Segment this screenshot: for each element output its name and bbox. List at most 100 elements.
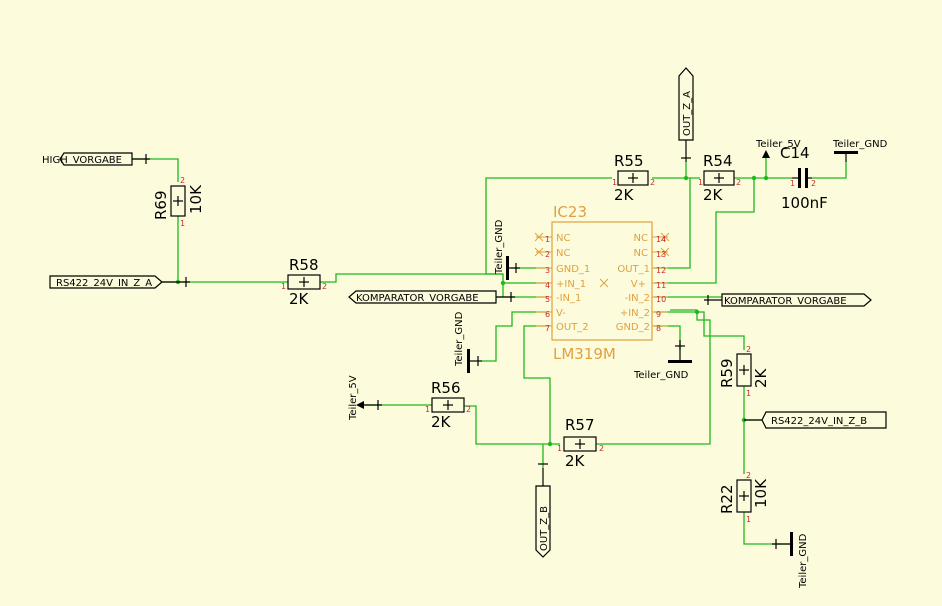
svg-text:4: 4 [545, 281, 550, 290]
svg-text:OUT_Z_A: OUT_Z_A [682, 91, 693, 136]
ic-ref: IC23 [553, 203, 587, 221]
resistor-r58: R58 2K 1 2 [281, 256, 327, 308]
svg-text:Teiler_5V: Teiler_5V [348, 375, 359, 421]
svg-text:1: 1 [698, 178, 703, 187]
net-high-vorgabe: HIGH_VORGABE [42, 152, 150, 166]
svg-text:3: 3 [545, 266, 550, 275]
svg-text:2K: 2K [614, 186, 635, 204]
nc-markers [534, 232, 670, 288]
svg-text:9: 9 [656, 310, 661, 319]
net-rs422-b: RS422_24V_IN_Z_B [744, 411, 887, 429]
gnd-teiler-left: Teiler_GND [454, 311, 482, 373]
svg-text:+IN_2: +IN_2 [620, 308, 650, 319]
svg-text:14: 14 [656, 235, 666, 244]
svg-text:13: 13 [656, 250, 666, 259]
resistor-r55: R55 2K 1 2 [612, 152, 655, 204]
svg-text:RS422_24V_IN_Z_B: RS422_24V_IN_Z_B [771, 416, 867, 427]
svg-text:2: 2 [736, 178, 741, 187]
svg-text:1: 1 [557, 444, 562, 453]
svg-text:R57: R57 [565, 416, 595, 434]
svg-text:NC: NC [556, 233, 570, 244]
svg-text:2K: 2K [703, 186, 724, 204]
svg-text:1: 1 [281, 282, 286, 291]
svg-text:100nF: 100nF [781, 194, 828, 212]
svg-text:1: 1 [425, 405, 430, 414]
svg-text:Teiler_GND: Teiler_GND [633, 370, 689, 381]
svg-text:2: 2 [746, 471, 751, 480]
svg-text:C14: C14 [780, 144, 810, 162]
svg-text:1: 1 [545, 235, 550, 244]
svg-text:2: 2 [599, 444, 604, 453]
svg-text:KOMPARATOR_VORGABE: KOMPARATOR_VORGABE [724, 296, 847, 307]
svg-text:-IN_2: -IN_2 [625, 293, 650, 304]
svg-text:12: 12 [656, 266, 666, 275]
svg-text:GND_2: GND_2 [616, 322, 650, 333]
svg-text:GND_1: GND_1 [556, 264, 590, 275]
svg-text:10: 10 [656, 295, 666, 304]
gnd-teiler-pin8: Teiler_GND [633, 340, 692, 381]
svg-text:2: 2 [180, 176, 185, 185]
svg-text:Teiler_GND: Teiler_GND [494, 219, 505, 275]
net-komparator-left: KOMPARATOR_VORGABE [348, 290, 515, 304]
net-out-z-a: OUT_Z_A [678, 67, 694, 162]
svg-text:RS422_24V_IN_Z_A: RS422_24V_IN_Z_A [56, 278, 152, 289]
net-out-z-b: OUT_Z_B [535, 463, 551, 558]
svg-text:NC: NC [634, 248, 648, 259]
svg-text:10K: 10K [752, 478, 770, 508]
resistor-r69: R69 10K 2 1 [152, 176, 205, 228]
svg-text:-IN_1: -IN_1 [556, 293, 581, 304]
gnd-teiler-ic: Teiler_GND [494, 219, 520, 280]
svg-text:1: 1 [746, 515, 751, 524]
svg-text:R56: R56 [431, 379, 461, 397]
svg-text:2: 2 [466, 405, 471, 414]
svg-text:2: 2 [322, 282, 327, 291]
svg-text:KOMPARATOR_VORGABE: KOMPARATOR_VORGABE [356, 293, 479, 304]
svg-text:7: 7 [545, 324, 550, 333]
svg-text:Teiler_GND: Teiler_GND [454, 311, 465, 367]
net-rs422-a: RS422_24V_IN_Z_A [49, 275, 190, 289]
capacitor-c14: C14 100nF 1 2 [780, 144, 828, 212]
gnd-teiler-bottom: Teiler_GND [772, 532, 809, 589]
svg-text:1: 1 [746, 389, 751, 398]
svg-text:R69: R69 [152, 190, 170, 220]
svg-text:NC: NC [634, 233, 648, 244]
junctions [175, 175, 769, 447]
svg-text:2K: 2K [289, 290, 310, 308]
resistor-r54: R54 2K 1 2 [698, 152, 741, 204]
net-komparator-right: KOMPARATOR_VORGABE [704, 293, 872, 307]
svg-text:R22: R22 [718, 484, 736, 514]
svg-text:V+: V+ [631, 279, 646, 290]
svg-text:10K: 10K [187, 184, 205, 214]
svg-text:2K: 2K [752, 367, 770, 388]
svg-text:R58: R58 [289, 256, 319, 274]
svg-text:NC: NC [556, 248, 570, 259]
svg-text:6: 6 [545, 310, 550, 319]
svg-text:+IN_1: +IN_1 [556, 279, 586, 290]
svg-text:11: 11 [656, 281, 666, 290]
svg-text:2: 2 [811, 179, 816, 188]
svg-text:V-: V- [556, 308, 566, 319]
svg-text:8: 8 [656, 324, 661, 333]
svg-text:1: 1 [180, 219, 185, 228]
resistor-r59: R59 2K 2 1 [718, 345, 770, 398]
svg-text:OUT_Z_B: OUT_Z_B [539, 506, 550, 551]
ic-value: LM319M [553, 345, 616, 363]
svg-text:OUT_2: OUT_2 [556, 322, 589, 333]
resistor-r56: R56 2K 1 2 [425, 379, 471, 431]
resistor-r57: R57 2K 1 2 [557, 416, 604, 470]
svg-text:Teiler_5V: Teiler_5V [755, 139, 801, 150]
svg-text:2: 2 [545, 250, 550, 259]
svg-text:5: 5 [545, 295, 550, 304]
svg-text:R59: R59 [718, 358, 736, 388]
svg-text:Teiler_GND: Teiler_GND [798, 533, 809, 589]
supply-teiler-5v-top: Teiler_5V [755, 139, 801, 158]
svg-text:2K: 2K [565, 452, 586, 470]
svg-text:Teiler_GND: Teiler_GND [832, 139, 888, 150]
svg-text:2K: 2K [431, 413, 452, 431]
resistor-r22: R22 10K 2 1 [718, 471, 770, 524]
supply-teiler-5v-left: Teiler_5V [348, 375, 382, 421]
svg-text:R55: R55 [614, 152, 644, 170]
ic-lm319m: IC23 LM319M NC NC GND_1 +IN_1 -IN_1 V- O [534, 203, 670, 363]
svg-text:HIGH_VORGABE: HIGH_VORGABE [42, 155, 122, 166]
